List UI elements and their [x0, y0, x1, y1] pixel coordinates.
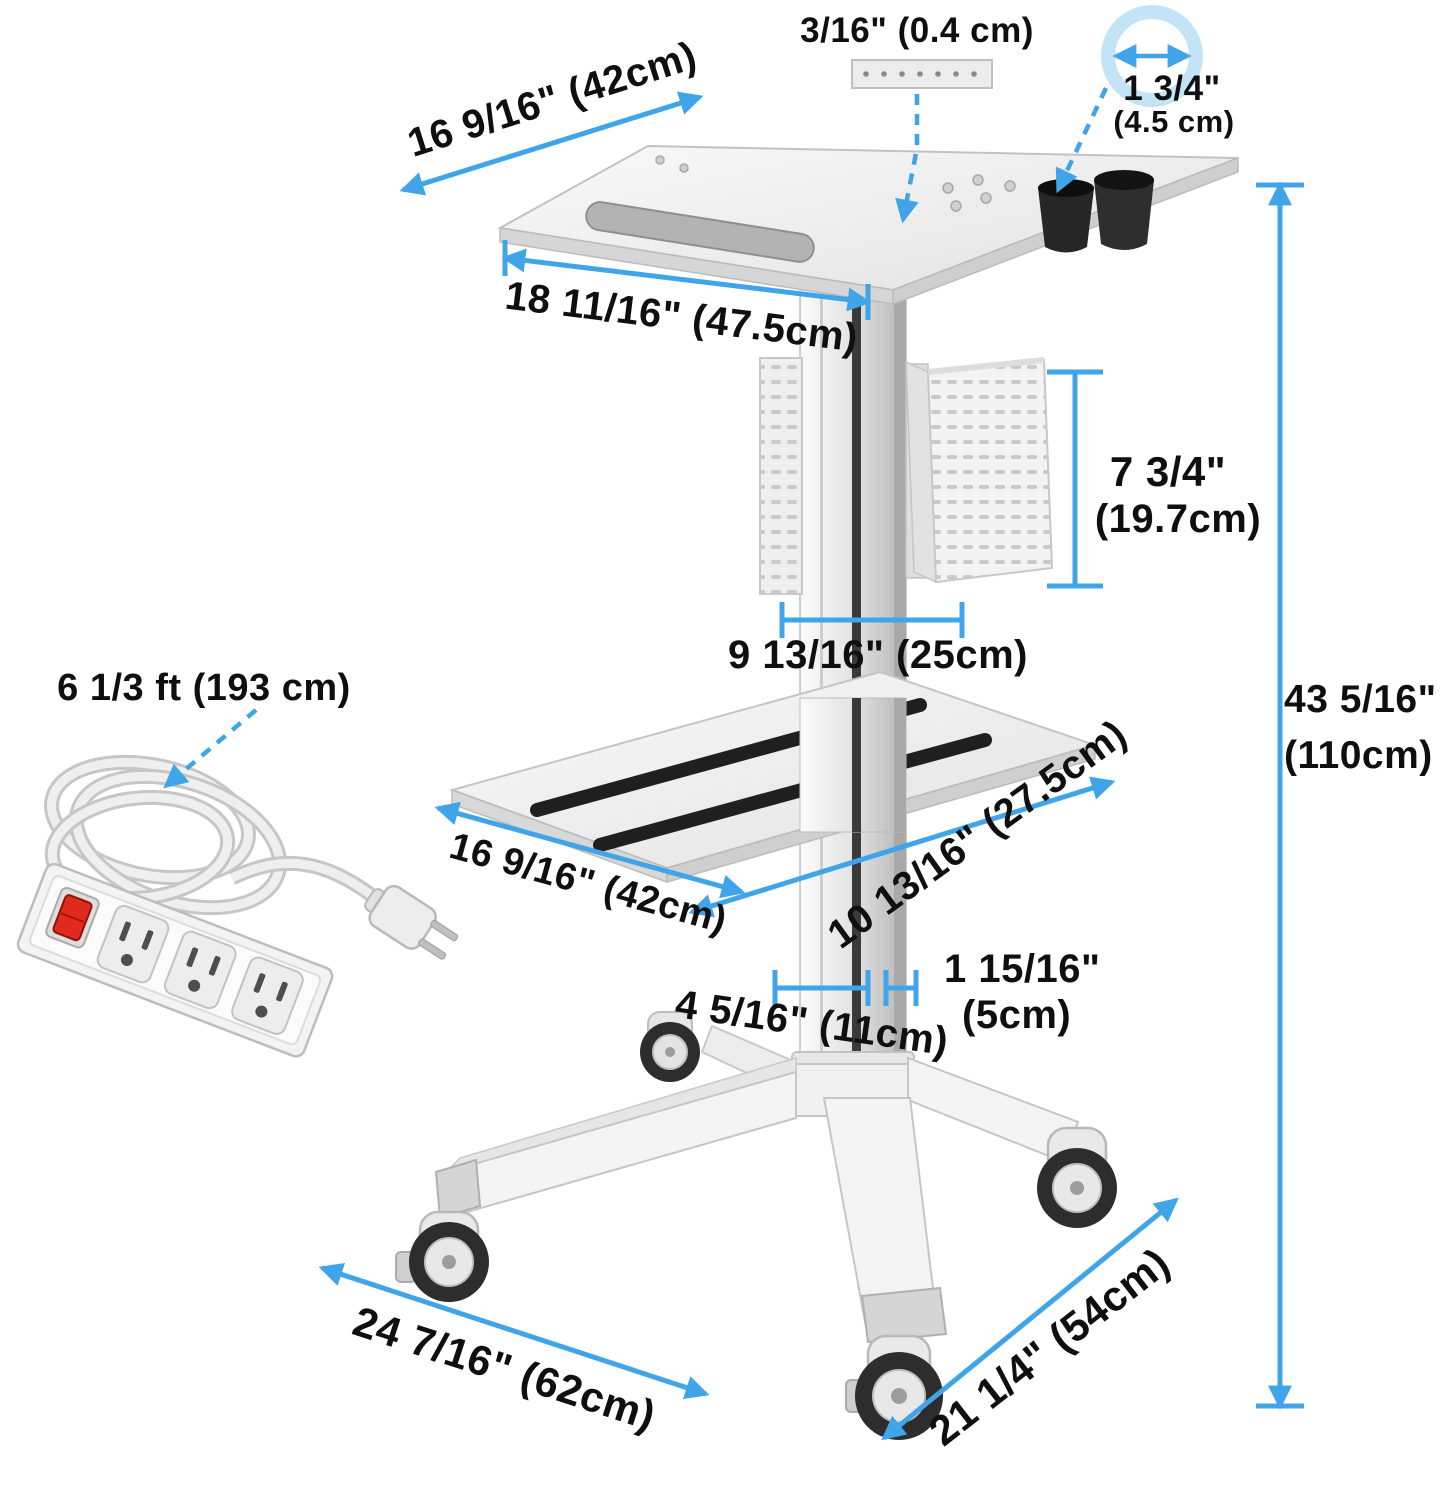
dim-basket-width — [779, 602, 965, 638]
label-total-height-metric: (110cm) — [1284, 734, 1433, 777]
power-switch — [45, 886, 100, 949]
label-probe-diameter-value: 1 3/4" — [1123, 69, 1220, 108]
dim-top-hole — [851, 59, 993, 224]
dim-top-width — [501, 240, 872, 320]
label-column-width-metric: (5cm) — [962, 993, 1071, 1037]
label-cord-length: 6 1/3 ft (193 cm) — [57, 667, 351, 709]
outlet-3 — [231, 956, 304, 1035]
dim-total-height — [1256, 181, 1304, 1410]
dim-base-depth — [881, 1197, 1179, 1441]
label-base-depth: 21 1/4" (54cm) — [920, 1239, 1178, 1455]
power-plug — [364, 884, 459, 960]
caster-right — [1037, 1126, 1117, 1228]
label-column-width-value: 1 15/16" — [944, 947, 1100, 991]
dim-basket-height — [1047, 369, 1103, 589]
probe-holders — [1038, 170, 1154, 253]
label-basket-height-value: 7 3/4" — [1110, 448, 1226, 495]
label-top-hole: 3/16" (0.4 cm) — [800, 11, 1034, 50]
left-leg — [445, 1070, 797, 1220]
diameter-ring — [1101, 5, 1203, 107]
caster-left — [395, 1210, 489, 1302]
caster-back — [640, 1011, 700, 1082]
dim-column — [772, 970, 919, 1006]
dim-base-width — [318, 1262, 710, 1400]
label-probe-diameter-metric: (4.5 cm) — [1113, 104, 1234, 139]
front-leg-cap — [860, 1286, 948, 1344]
dim-cord-length — [163, 708, 258, 789]
label-base-width: 24 7/16" (62cm) — [348, 1297, 662, 1439]
label-basket-width: 9 13/16" (25cm) — [728, 633, 1028, 677]
label-total-height-value: 43 5/16" — [1284, 678, 1437, 721]
dim-probe-diameter — [1055, 5, 1203, 194]
dim-shelf-depth — [688, 776, 1116, 918]
column-through-shelf — [799, 697, 907, 833]
dim-top-depth — [399, 91, 704, 196]
power-strip — [16, 862, 334, 1058]
outlet-2 — [163, 930, 237, 1010]
outlet-1 — [96, 904, 170, 984]
side-basket — [759, 357, 1054, 595]
label-basket-height-metric: (19.7cm) — [1095, 497, 1261, 541]
